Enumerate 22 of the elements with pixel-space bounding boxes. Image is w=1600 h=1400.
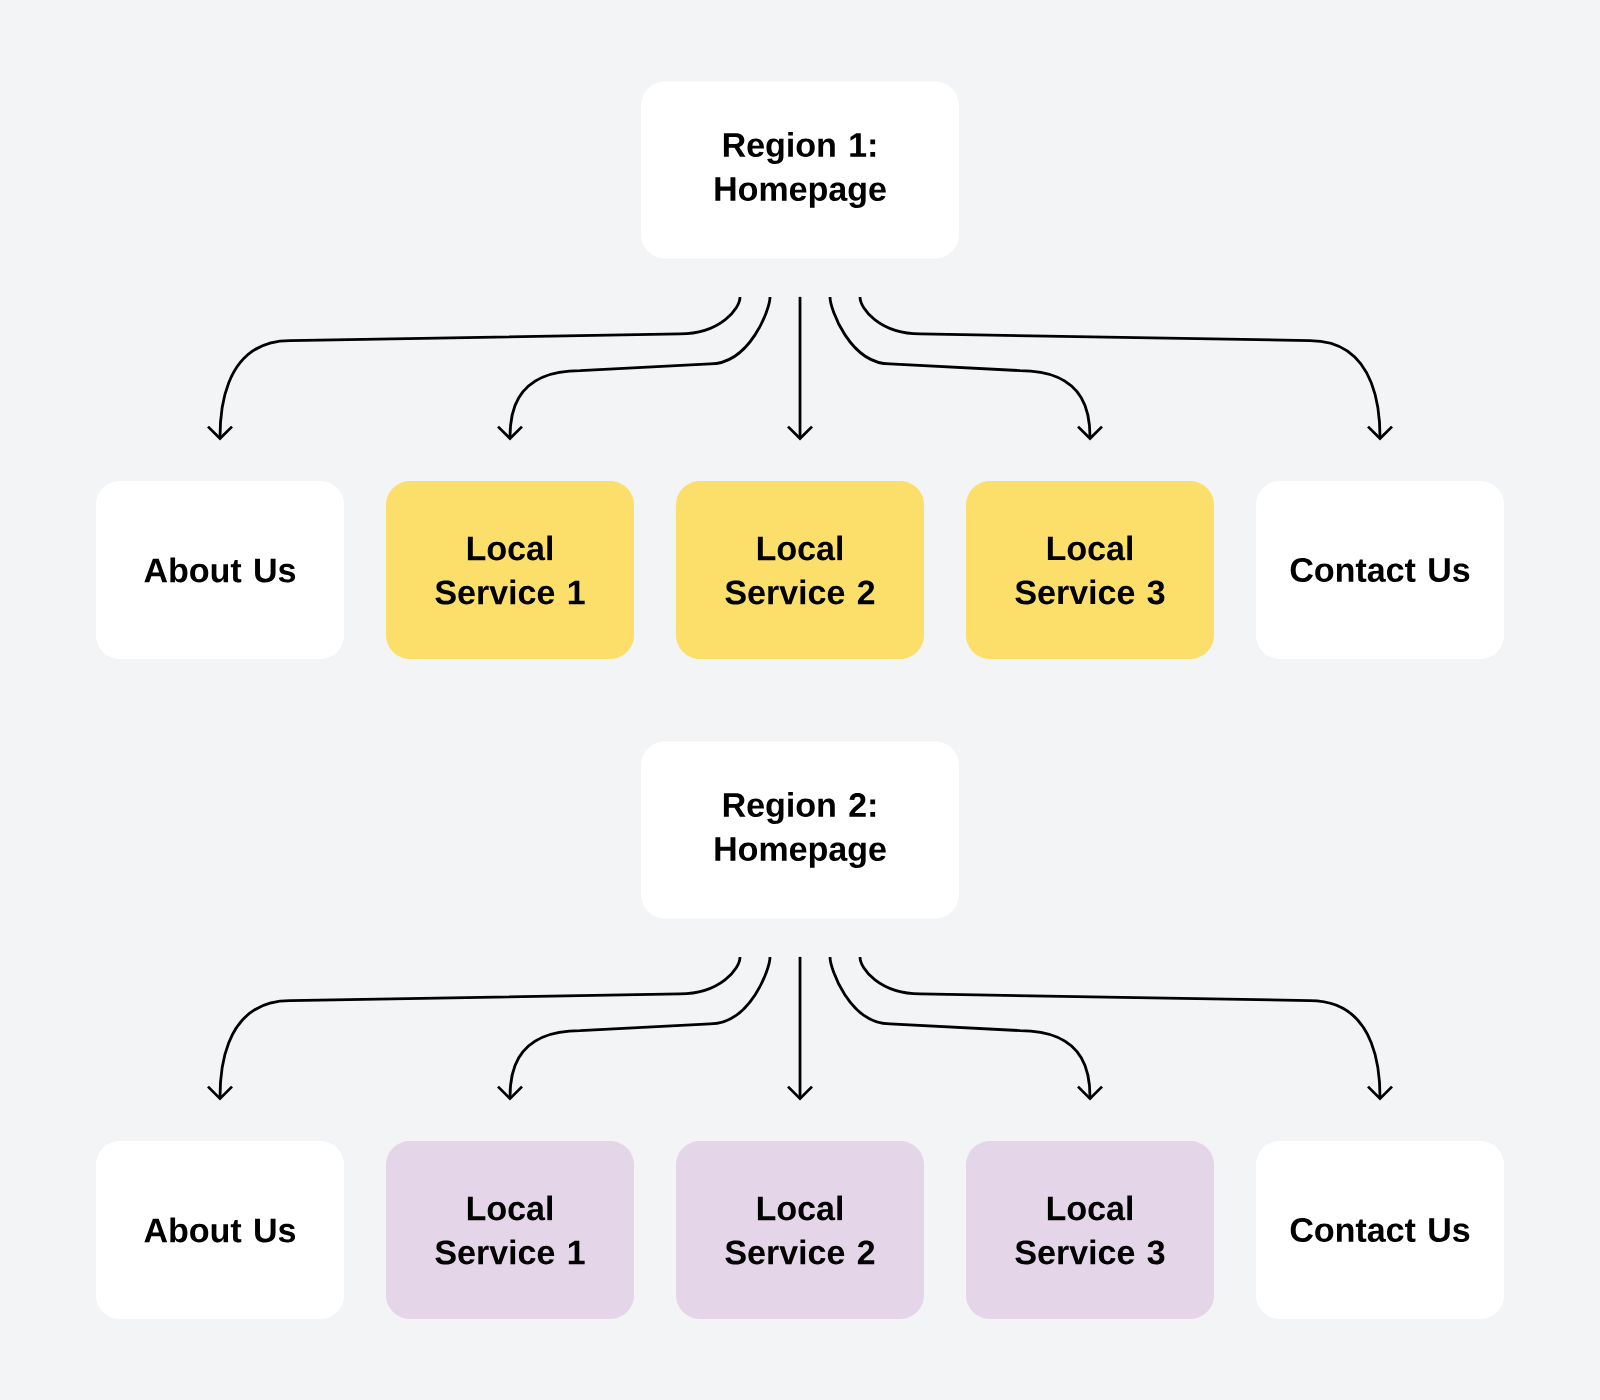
arrow — [787, 956, 813, 1101]
service-box: Local Service 3 — [966, 481, 1214, 659]
service-box: Local Service 1 — [386, 481, 634, 659]
service-box: Local Service 2 — [676, 481, 924, 659]
page-box: Region 1: Homepage — [641, 81, 959, 259]
page-box: About Us — [96, 1141, 344, 1319]
service-box: Local Service 1 — [386, 1141, 634, 1319]
page-box: Contact Us — [1256, 481, 1504, 659]
service-box: Local Service 2 — [676, 1141, 924, 1319]
arrow — [828, 296, 1103, 441]
arrow — [828, 956, 1103, 1101]
page-box: Contact Us — [1256, 1141, 1504, 1319]
arrow — [207, 296, 742, 441]
arrow — [497, 296, 772, 441]
arrow — [858, 296, 1393, 441]
arrow — [497, 956, 772, 1101]
page-box: Region 2: Homepage — [641, 741, 959, 919]
page-box: About Us — [96, 481, 344, 659]
arrow — [787, 296, 813, 441]
arrow — [858, 956, 1393, 1101]
service-box: Local Service 3 — [966, 1141, 1214, 1319]
arrow — [207, 956, 742, 1101]
